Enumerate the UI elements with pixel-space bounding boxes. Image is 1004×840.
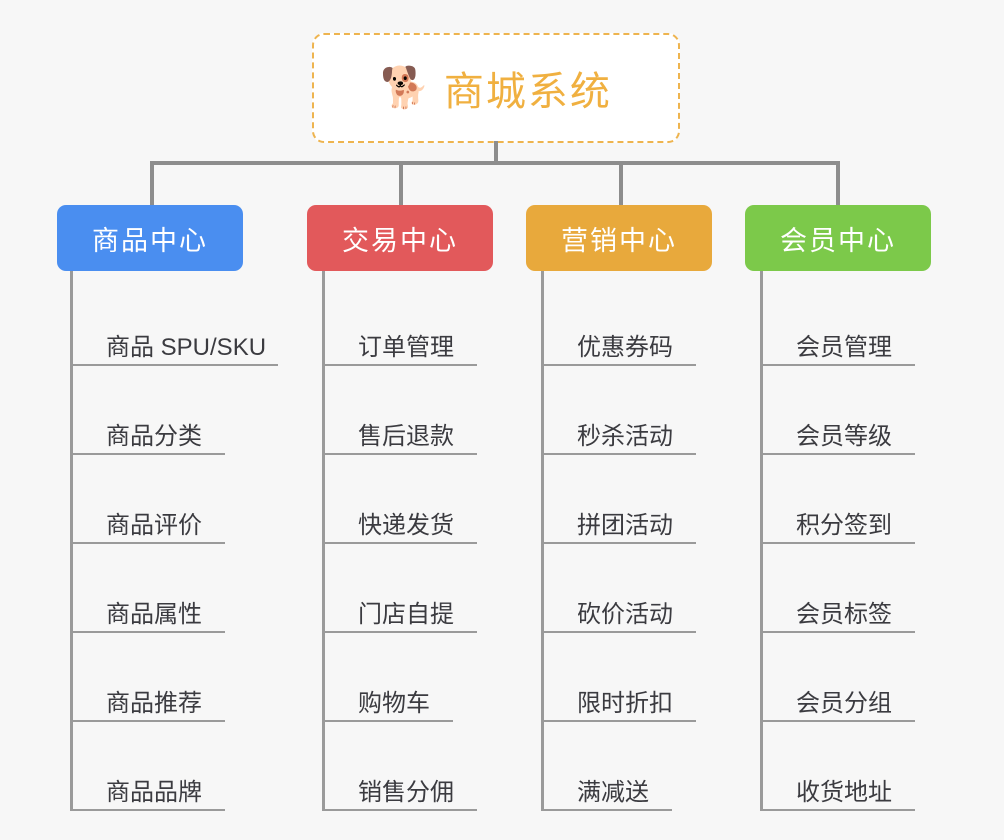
list-item-label: 商品属性 bbox=[106, 601, 202, 628]
list-item[interactable]: 销售分佣 bbox=[325, 722, 557, 811]
list-item-label: 快递发货 bbox=[358, 512, 454, 539]
list-item[interactable]: 商品属性 bbox=[73, 544, 317, 633]
list-item[interactable]: 收货地址 bbox=[763, 722, 995, 811]
leaf-underline bbox=[325, 631, 477, 633]
category-label: 营销中心 bbox=[561, 225, 677, 256]
root-node[interactable]: 🐕 商城系统 bbox=[312, 33, 680, 143]
leaf-underline bbox=[325, 720, 453, 722]
leaf-underline bbox=[73, 364, 278, 366]
shiba-dog-emoji-icon: 🐕 bbox=[380, 66, 430, 110]
category-header-product-center[interactable]: 商品中心 bbox=[57, 205, 243, 271]
list-item-label: 优惠券码 bbox=[577, 334, 673, 361]
list-item-label: 满减送 bbox=[577, 779, 649, 806]
list-item[interactable]: 满减送 bbox=[544, 722, 776, 811]
leaf-underline bbox=[544, 631, 696, 633]
list-item[interactable]: 会员管理 bbox=[763, 277, 995, 366]
list-item-label: 会员标签 bbox=[796, 601, 892, 628]
list-item[interactable]: 商品品牌 bbox=[73, 722, 317, 811]
list-item-label: 销售分佣 bbox=[358, 779, 454, 806]
list-item[interactable]: 售后退款 bbox=[325, 366, 557, 455]
list-item-label: 收货地址 bbox=[796, 779, 892, 806]
category-header-marketing-center[interactable]: 营销中心 bbox=[526, 205, 712, 271]
list-item-label: 会员分组 bbox=[796, 690, 892, 717]
list-item-label: 秒杀活动 bbox=[577, 423, 673, 450]
connector-drop-product-center bbox=[150, 161, 154, 208]
list-item[interactable]: 门店自提 bbox=[325, 544, 557, 633]
column-trade-center: 交易中心 订单管理 售后退款 快递发货 门店自提 购物车 bbox=[307, 205, 557, 811]
leaf-underline bbox=[73, 631, 225, 633]
leaf-underline bbox=[763, 809, 915, 811]
column-member-center: 会员中心 会员管理 会员等级 积分签到 会员标签 会员分组 bbox=[745, 205, 995, 811]
list-item-label: 商品推荐 bbox=[106, 690, 202, 717]
connector-drop-marketing-center bbox=[619, 161, 623, 208]
category-label: 交易中心 bbox=[342, 225, 458, 256]
list-item[interactable]: 拼团活动 bbox=[544, 455, 776, 544]
leaf-underline bbox=[325, 453, 477, 455]
leaf-underline bbox=[763, 720, 915, 722]
list-item-label: 会员管理 bbox=[796, 334, 892, 361]
list-item[interactable]: 会员标签 bbox=[763, 544, 995, 633]
list-item[interactable]: 商品评价 bbox=[73, 455, 317, 544]
list-item[interactable]: 商品推荐 bbox=[73, 633, 317, 722]
leaf-underline bbox=[544, 809, 672, 811]
list-item[interactable]: 购物车 bbox=[325, 633, 557, 722]
list-item-label: 门店自提 bbox=[358, 601, 454, 628]
list-item-label: 砍价活动 bbox=[577, 601, 673, 628]
list-item[interactable]: 限时折扣 bbox=[544, 633, 776, 722]
column-marketing-center: 营销中心 优惠券码 秒杀活动 拼团活动 砍价活动 限时折扣 bbox=[526, 205, 776, 811]
leaf-underline bbox=[325, 364, 477, 366]
leaf-underline bbox=[763, 364, 915, 366]
connector-drop-trade-center bbox=[399, 161, 403, 208]
list-item[interactable]: 快递发货 bbox=[325, 455, 557, 544]
root-title: 商城系统 bbox=[443, 70, 612, 114]
leaf-underline bbox=[544, 453, 696, 455]
list-item-label: 购物车 bbox=[358, 690, 430, 717]
list-item[interactable]: 会员分组 bbox=[763, 633, 995, 722]
leaf-underline bbox=[763, 453, 915, 455]
list-item[interactable]: 会员等级 bbox=[763, 366, 995, 455]
leaf-list-product-center: 商品 SPU/SKU 商品分类 商品评价 商品属性 商品推荐 商品品牌 bbox=[70, 271, 317, 811]
list-item-label: 商品品牌 bbox=[106, 779, 202, 806]
leaf-underline bbox=[325, 542, 477, 544]
list-item-label: 限时折扣 bbox=[577, 690, 673, 717]
connector-root-stem bbox=[494, 141, 498, 164]
list-item-label: 商品 SPU/SKU bbox=[106, 334, 267, 361]
leaf-underline bbox=[73, 453, 225, 455]
leaf-underline bbox=[73, 720, 225, 722]
connector-drop-member-center bbox=[836, 161, 840, 208]
leaf-underline bbox=[544, 720, 696, 722]
list-item[interactable]: 订单管理 bbox=[325, 277, 557, 366]
category-header-trade-center[interactable]: 交易中心 bbox=[307, 205, 493, 271]
leaf-underline bbox=[73, 542, 225, 544]
column-product-center: 商品中心 商品 SPU/SKU 商品分类 商品评价 商品属性 商品推荐 bbox=[57, 205, 317, 811]
leaf-underline bbox=[763, 542, 915, 544]
leaf-underline bbox=[763, 631, 915, 633]
list-item-label: 售后退款 bbox=[358, 423, 454, 450]
leaf-underline bbox=[544, 542, 696, 544]
category-header-member-center[interactable]: 会员中心 bbox=[745, 205, 931, 271]
list-item[interactable]: 砍价活动 bbox=[544, 544, 776, 633]
list-item[interactable]: 秒杀活动 bbox=[544, 366, 776, 455]
leaf-list-trade-center: 订单管理 售后退款 快递发货 门店自提 购物车 销售分佣 bbox=[322, 271, 557, 811]
leaf-list-marketing-center: 优惠券码 秒杀活动 拼团活动 砍价活动 限时折扣 满减送 bbox=[541, 271, 776, 811]
list-item-label: 积分签到 bbox=[796, 512, 892, 539]
category-label: 商品中心 bbox=[92, 225, 208, 256]
leaf-underline bbox=[325, 809, 477, 811]
list-item-label: 商品评价 bbox=[106, 512, 202, 539]
list-item-label: 订单管理 bbox=[358, 334, 454, 361]
list-item[interactable]: 商品分类 bbox=[73, 366, 317, 455]
list-item[interactable]: 商品 SPU/SKU bbox=[73, 277, 317, 366]
list-item-label: 商品分类 bbox=[106, 423, 202, 450]
leaf-underline bbox=[544, 364, 696, 366]
list-item-label: 拼团活动 bbox=[577, 512, 673, 539]
list-item[interactable]: 优惠券码 bbox=[544, 277, 776, 366]
list-item[interactable]: 积分签到 bbox=[763, 455, 995, 544]
list-item-label: 会员等级 bbox=[796, 423, 892, 450]
category-label: 会员中心 bbox=[780, 225, 896, 256]
leaf-list-member-center: 会员管理 会员等级 积分签到 会员标签 会员分组 收货地址 bbox=[760, 271, 995, 811]
connector-horizontal-bar bbox=[150, 161, 840, 165]
leaf-underline bbox=[73, 809, 225, 811]
